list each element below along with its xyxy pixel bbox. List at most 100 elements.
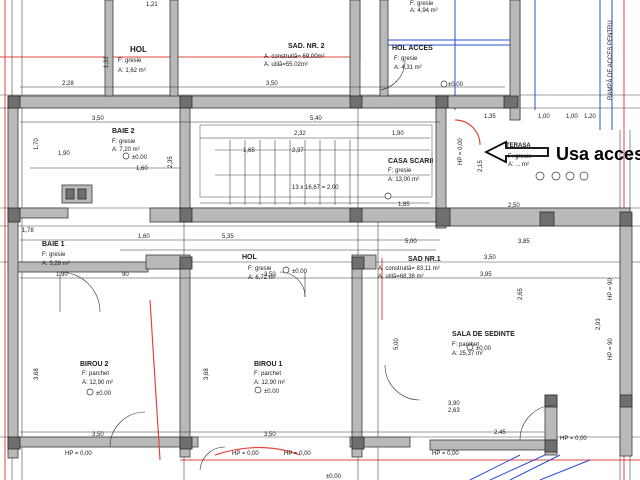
- hp-sala-right: HP = 0,00: [560, 436, 587, 442]
- dim-535: 5,35: [222, 234, 234, 240]
- dim-500: 5,00: [405, 239, 417, 245]
- level-markers: [86, 80, 474, 396]
- hp-sala: HP = 0,00: [432, 451, 459, 457]
- dim-350a: 3,50: [266, 81, 278, 87]
- dim-350-bottom-1: 3,50: [92, 432, 104, 438]
- level-hol-mid: ±0.00: [292, 269, 308, 275]
- room-name-sad2: SAD. NR. 2: [288, 43, 325, 50]
- dim-165: 1,65: [243, 148, 255, 154]
- dim-350c: 3,50: [484, 255, 496, 261]
- dim-350-bottom-2: 3,50: [264, 432, 276, 438]
- dim-160a: 1,60: [136, 166, 148, 172]
- room-name-hol-top: HOL: [130, 45, 147, 54]
- dim-263: 2,63: [448, 408, 460, 414]
- dim-385b: 3,85: [480, 272, 492, 278]
- room-area-casa-scarii: A: 13,00 m²: [388, 177, 419, 183]
- dim-235: 2,35: [168, 156, 174, 168]
- dim-293: 2,93: [596, 318, 602, 330]
- dim-121: 1,21: [146, 2, 158, 8]
- room-area-baie1: A: 3,28 m²: [42, 261, 70, 267]
- dim-100b: 1,00: [566, 114, 578, 120]
- dim-178: 1,78: [22, 228, 34, 234]
- room-floor-birou2: F: parchet: [82, 371, 109, 377]
- dim-350bot: 3,50: [264, 272, 276, 278]
- room-name-terasa: TERASA: [506, 143, 531, 149]
- level-bottom: ±0,00: [326, 474, 342, 480]
- room-built-sad2: A. construită= 69.00m²: [264, 54, 325, 60]
- dim-500v: 5,00: [394, 338, 400, 350]
- room-floor-baie2: F: gresie: [112, 139, 136, 145]
- dim-131: 1,31: [104, 56, 110, 68]
- room-area-birou2: A: 12,90 m²: [82, 380, 113, 386]
- room-usable-sad1: A. utilă=68,38 m²: [378, 274, 424, 280]
- stair-note: 13 x 16,67 = 2,00: [292, 185, 339, 191]
- dim-228: 2,28: [62, 81, 74, 87]
- room-floor-top-right: F: gresie: [410, 1, 434, 7]
- level-baie2: ±0.00: [132, 155, 148, 161]
- hp-right-2: HP = 90: [608, 338, 614, 360]
- room-area-hol-top: A: 1,62 m²: [118, 68, 146, 74]
- level-birou1: ±0.00: [264, 389, 280, 395]
- access-markers: [535, 171, 589, 181]
- dim-190b: 1,90: [56, 272, 68, 278]
- room-floor-terasa: F: gresie: [508, 154, 532, 160]
- room-floor-baie1: F: gresie: [42, 252, 66, 258]
- hp-birou2: HP = 0,00: [65, 451, 92, 457]
- room-name-baie1: BAIE 1: [42, 241, 65, 248]
- dim-540: 5,40: [310, 116, 322, 122]
- hp-birou1: HP = 0,00: [232, 451, 259, 457]
- room-name-birou1: BIROU 1: [254, 361, 283, 368]
- dim-215: 2,15: [478, 160, 484, 172]
- dim-350b: 3,50: [92, 116, 104, 122]
- room-name-sala: SALA DE SEDINTE: [452, 331, 515, 338]
- hp-birou1-b: HP = 0,00: [284, 451, 311, 457]
- room-name-birou2: BIROU 2: [80, 361, 109, 368]
- dim-100a: 1,00: [538, 114, 550, 120]
- dim-368: 3,68: [34, 368, 40, 380]
- level-hol-acces: ±0.00: [448, 82, 464, 88]
- hp-casa: HP = 0,00: [458, 138, 464, 165]
- room-floor-birou1: F: parchet: [254, 371, 281, 377]
- room-usable-sad2: A. utilă=55.02m²: [264, 62, 308, 68]
- dimension-lines: [20, 86, 620, 433]
- room-area-baie2: A: 7,20 m²: [112, 147, 140, 153]
- dim-368b: 3,68: [204, 368, 210, 380]
- access-arrow: [483, 140, 549, 164]
- room-name-hol-acces: HOL ACCES: [392, 45, 433, 52]
- room-built-sad1: A. construită= 83,11 m²: [378, 266, 440, 272]
- room-area-top-right: A: 4,94 m²: [410, 8, 438, 14]
- dim-237: 2,37: [292, 148, 304, 154]
- room-area-hol-acces: A: 4,31 m²: [394, 65, 422, 71]
- room-area-hol-mid: A: 6,72 m²: [248, 275, 276, 281]
- dim-250: 2,50: [508, 203, 520, 209]
- room-area-terasa: A: ... m²: [508, 162, 529, 168]
- red-door-marks: [149, 119, 481, 461]
- room-floor-hol-mid: F: gresie: [248, 266, 272, 272]
- dim-390: 3,90: [448, 401, 460, 407]
- stair-steps: [199, 124, 433, 205]
- room-floor-hol-acces: F: gresie: [394, 56, 418, 62]
- dim-170: 1,70: [34, 138, 40, 150]
- dim-135: 1,35: [484, 114, 496, 120]
- room-area-sala: A: 25,37 m²: [452, 351, 483, 357]
- ramp-label: RAMPĂ DE ACCES PENTRU: [607, 20, 614, 100]
- room-name-baie2: BAIE 2: [112, 128, 135, 135]
- room-floor-casa-scarii: F: gresie: [388, 168, 412, 174]
- room-floor-sala: F: parchet: [452, 342, 479, 348]
- room-name-casa-scarii: CASA SCARII: [388, 158, 433, 165]
- walls: [7, 0, 633, 459]
- dim-385: 3,85: [518, 239, 530, 245]
- dim-232: 2,32: [294, 131, 306, 137]
- dim-90: 90: [122, 272, 129, 278]
- hp-right-1: HP = 90: [608, 278, 614, 300]
- dim-160b: 1,60: [138, 234, 150, 240]
- hatch-area: [469, 454, 591, 480]
- dim-265: 2,65: [518, 288, 524, 300]
- dim-245: 2,45: [494, 430, 506, 436]
- dim-190a: 1,90: [392, 131, 404, 137]
- dim-185: 1,85: [398, 202, 410, 208]
- room-area-birou1: A: 12,90 m²: [254, 380, 285, 386]
- door-swings: [59, 59, 556, 471]
- columns: [7, 95, 633, 453]
